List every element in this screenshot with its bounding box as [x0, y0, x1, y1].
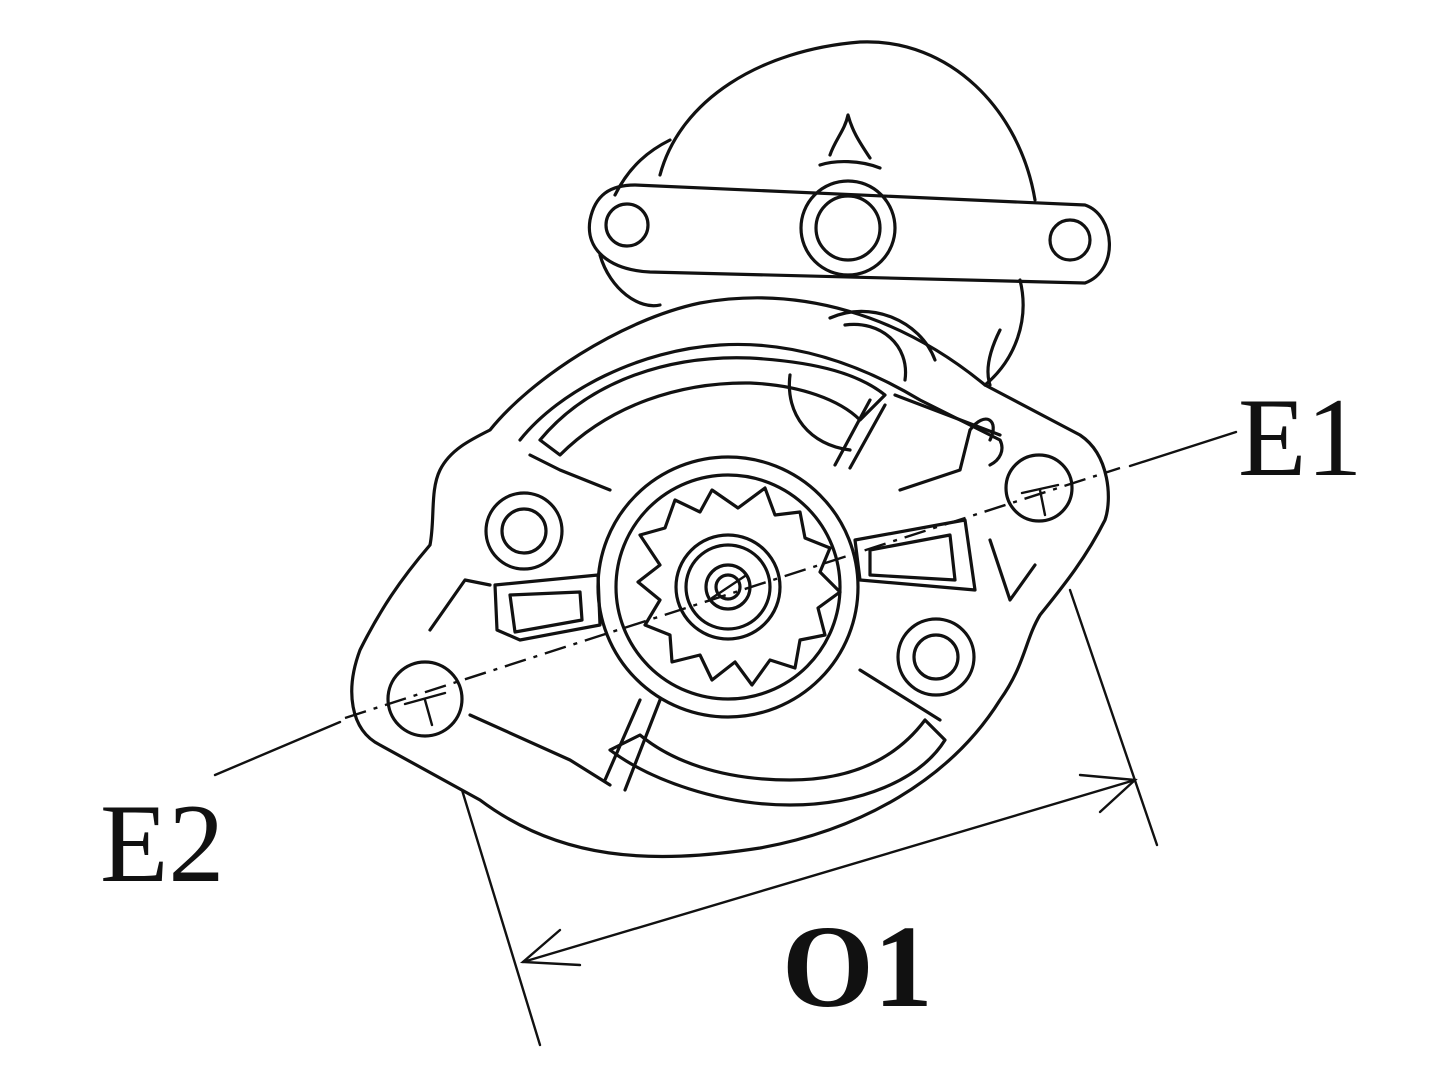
pinion-assembly: [596, 455, 860, 719]
bolt-holes: [386, 453, 1074, 738]
arrow-left-icon: [519, 928, 582, 967]
arrow-right-icon: [1078, 773, 1138, 814]
shift-lever: [428, 417, 1037, 642]
label-o1: O1: [782, 901, 933, 1032]
leader-e2: [213, 720, 342, 777]
center-line: [344, 466, 1121, 720]
bracket-hole-center: [799, 179, 897, 277]
bracket-hole-left: [604, 202, 650, 248]
bolt-hole-lower-right: [896, 617, 976, 697]
pinion-housing-inner: [614, 473, 842, 701]
mounting-bracket: [587, 113, 1111, 285]
shaft-center: [714, 573, 742, 601]
mounting-flange: [350, 296, 1110, 859]
bolt-hole-lower-right-inner: [912, 633, 960, 681]
pinion-hub-mid: [684, 543, 772, 631]
pinion-gear: [636, 486, 842, 687]
mount-hole-e2: [386, 660, 464, 738]
bolt-hole-upper-left: [484, 491, 564, 571]
bracket-hole-center-inner: [814, 194, 882, 262]
extension-line-right: [1068, 588, 1159, 847]
leader-e1: [1128, 430, 1238, 468]
dimension-line: [521, 778, 1137, 964]
label-e1: E1: [1238, 376, 1363, 500]
label-e2: E2: [100, 782, 225, 906]
pinion-hub-outer: [674, 533, 782, 641]
mount-hole-e1: [1004, 453, 1074, 523]
bolt-hole-upper-left-inner: [500, 507, 548, 555]
dimension-o1: [460, 588, 1159, 1047]
motor-housing: [598, 40, 1037, 387]
nose-housing: [468, 356, 1002, 807]
extension-line-left: [460, 788, 542, 1047]
bracket-hole-right: [1048, 218, 1092, 262]
